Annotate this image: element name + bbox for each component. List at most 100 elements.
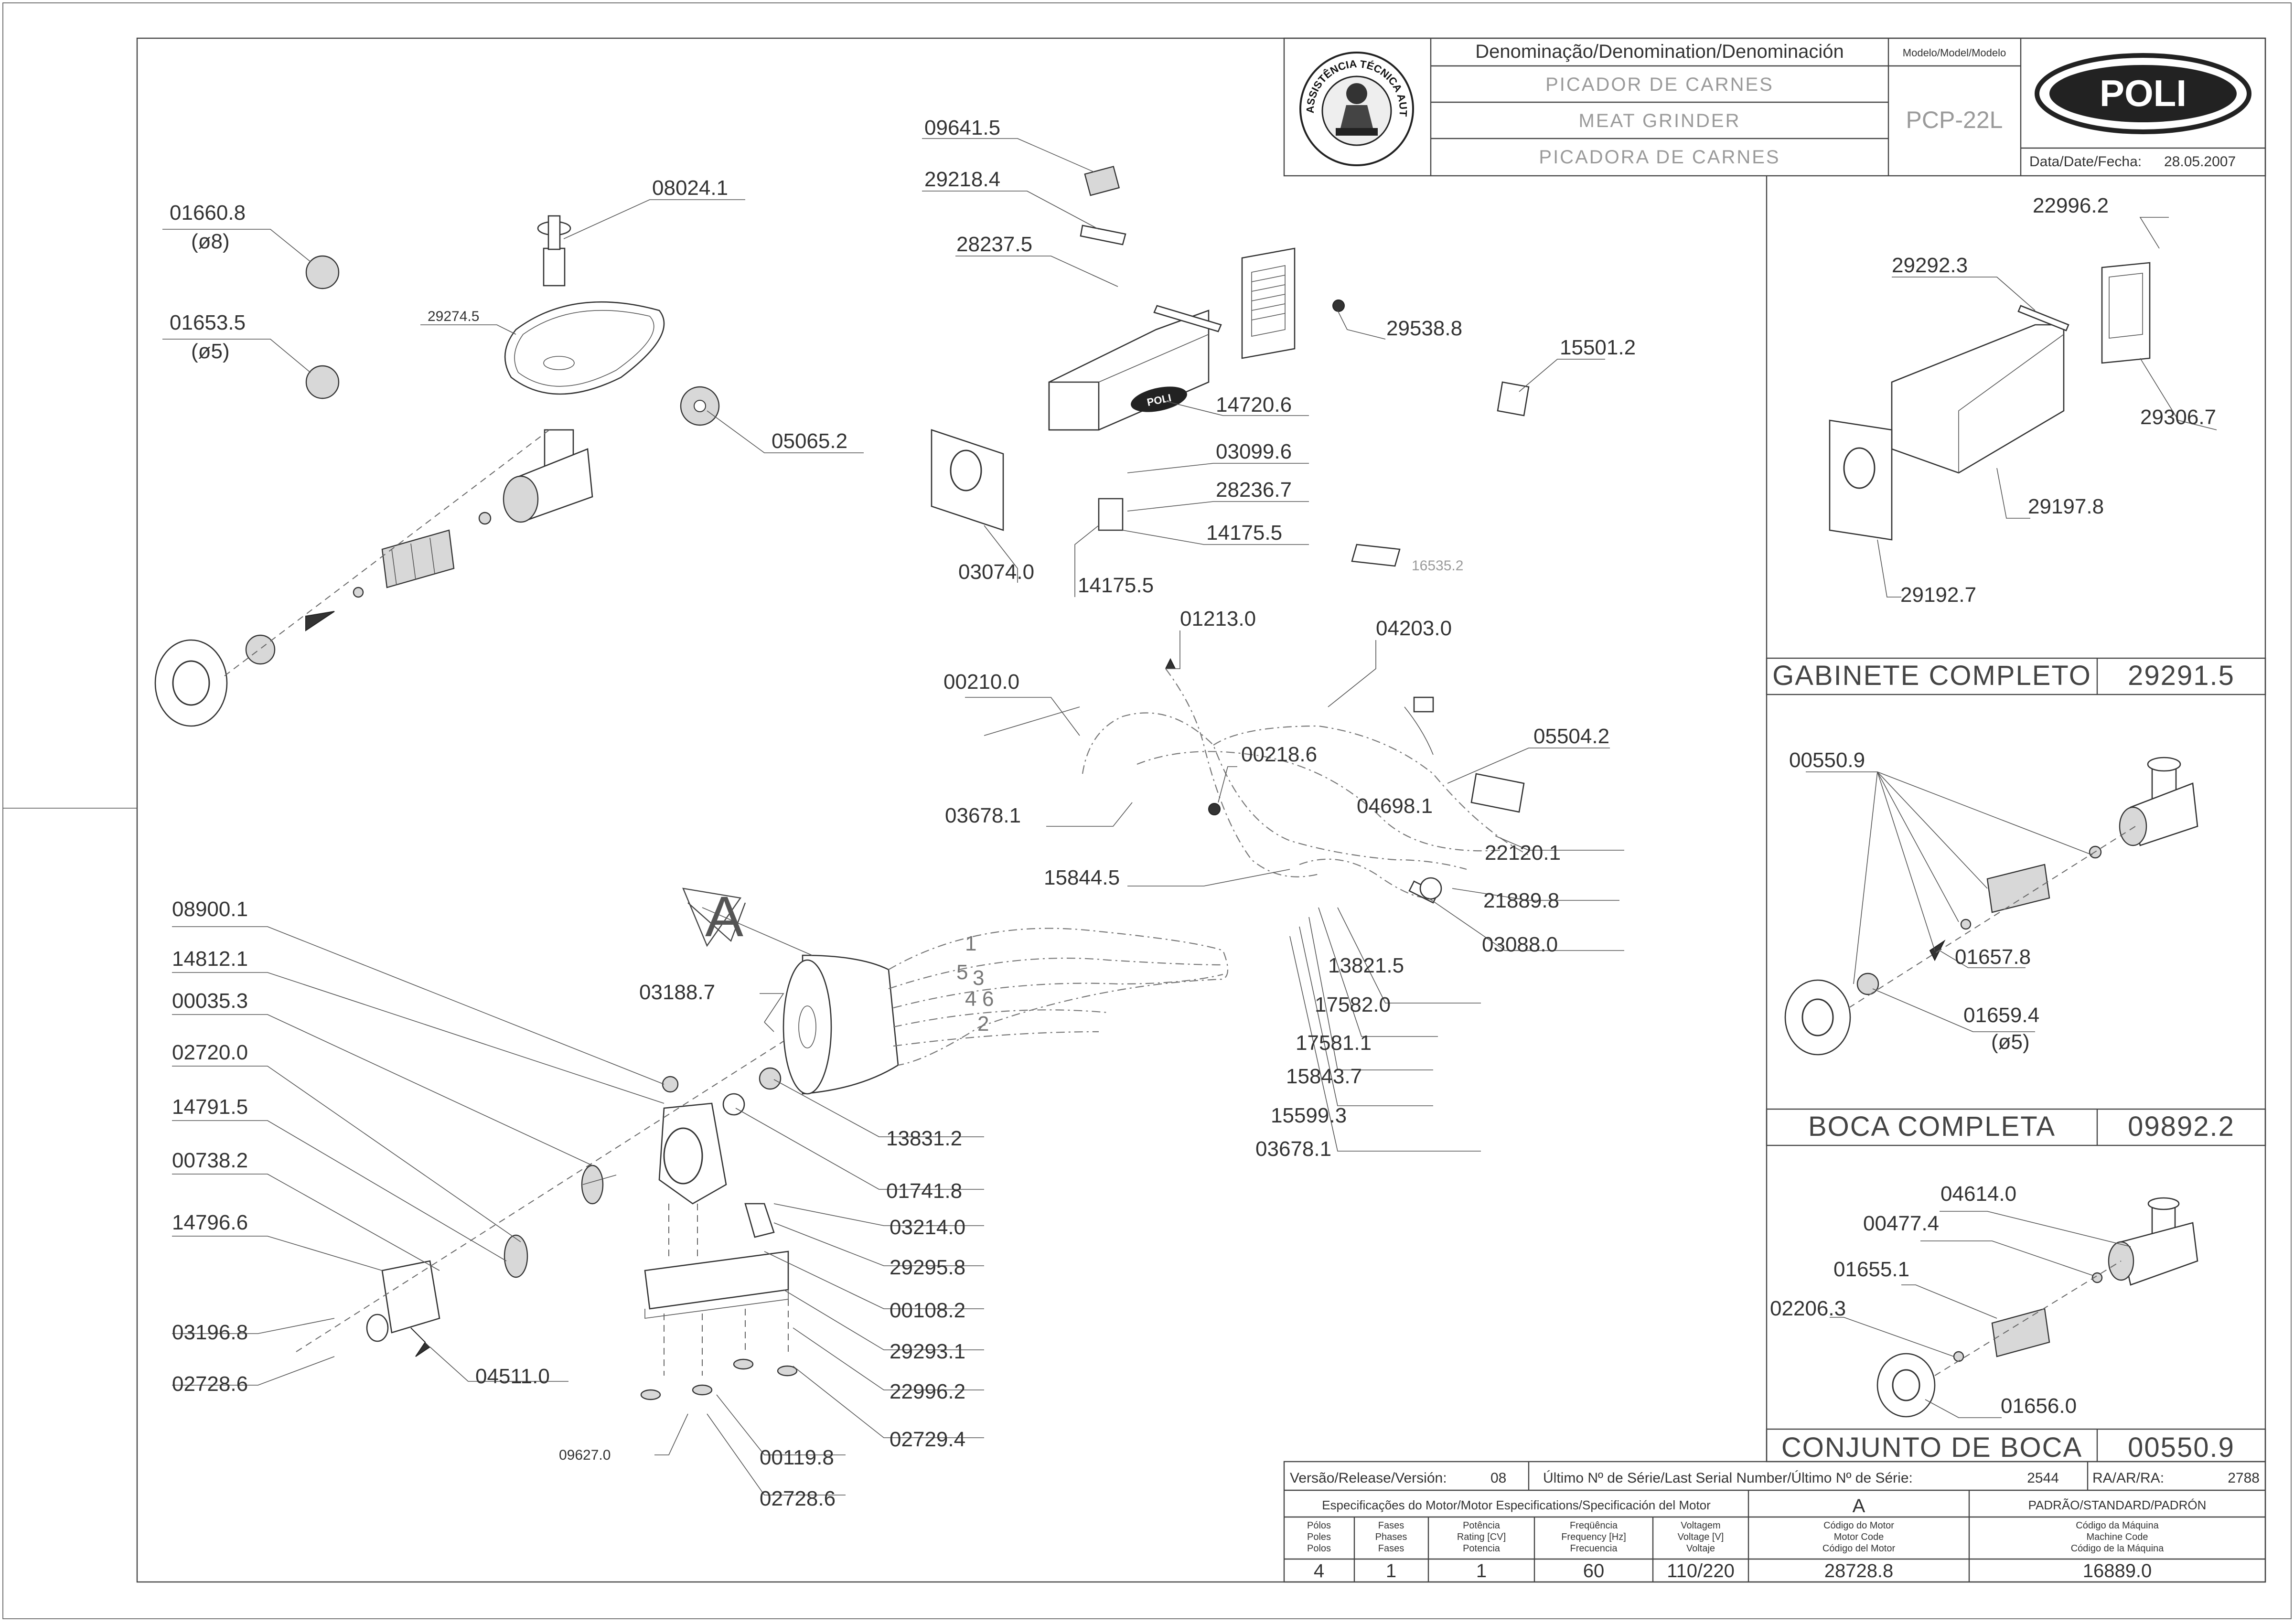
label-29197-8: 29197.8 xyxy=(2028,495,2104,518)
poles-h3: Polos xyxy=(1307,1543,1331,1554)
label-17581-1: 17581.1 xyxy=(1296,1031,1372,1055)
gear-14791 xyxy=(504,1234,528,1278)
assistance-seal: ASSISTÊNCIA TÉCNICA AUTORIZADA xyxy=(0,0,1414,166)
label-14720-6: 14720.6 xyxy=(1216,393,1292,417)
part-sketches: POLI xyxy=(154,166,2198,1418)
label-29538-8: 29538.8 xyxy=(1386,317,1462,340)
label-04203-0: 04203.0 xyxy=(1376,617,1452,640)
subassembly-panels: GABINETE COMPLETO 29291.5 BOCA COMPLETA … xyxy=(1766,176,2266,1463)
footer-table: Versão/Release/Versión: 08 Último Nº de … xyxy=(1283,1461,2266,1583)
power-h3: Potencia xyxy=(1463,1543,1501,1554)
label-01653-5: 01653.5 xyxy=(170,311,246,334)
phases-h2: Phases xyxy=(1375,1532,1407,1542)
wire-number-5: 5 xyxy=(956,961,968,984)
motor-code-h1: Código do Motor xyxy=(1823,1520,1894,1531)
seal-text: ASSISTÊNCIA TÉCNICA AUTORIZADA xyxy=(0,0,1409,117)
label-13831-2: 13831.2 xyxy=(886,1127,962,1150)
base-plate xyxy=(644,1250,789,1310)
plate-5mm xyxy=(305,365,340,399)
power-value: 1 xyxy=(1476,1560,1487,1581)
worm-screw xyxy=(381,529,455,588)
motor-letter: A xyxy=(705,885,743,949)
wire-number-3: 3 xyxy=(973,966,984,990)
model-header: Modelo/Model/Modelo xyxy=(1903,47,2006,59)
wire-number-2: 2 xyxy=(977,1012,989,1036)
gabinete-code: 29291.5 xyxy=(2128,660,2235,691)
label-29306-7: 29306.7 xyxy=(2140,406,2216,429)
gear-cover xyxy=(381,1260,440,1334)
machine-code-h3: Código de la Máquina xyxy=(2071,1543,2164,1554)
label-04614-0: 04614.0 xyxy=(1940,1182,2016,1206)
conjunto-code: 00550.9 xyxy=(2128,1432,2235,1463)
label-00738-2: 00738.2 xyxy=(172,1149,248,1172)
label-03678-1-b: 03678.1 xyxy=(1255,1137,1331,1161)
name-es: PICADORA DE CARNES xyxy=(1539,147,1780,168)
freq-value: 60 xyxy=(1583,1560,1605,1581)
label-14796-6: 14796.6 xyxy=(172,1211,248,1234)
label-15843-7: 15843.7 xyxy=(1286,1065,1362,1088)
label-08024-1: 08024.1 xyxy=(652,176,728,200)
standard-label: PADRÃO/STANDARD/PADRÓN xyxy=(2028,1498,2207,1512)
label-01741-8: 01741.8 xyxy=(886,1179,962,1203)
label-29292-3: 29292.3 xyxy=(1892,254,1968,277)
label-02728-6-a: 02728.6 xyxy=(172,1372,248,1396)
label-29295-8: 29295.8 xyxy=(890,1256,965,1279)
label-14791-5: 14791.5 xyxy=(172,1095,248,1119)
boca-label: BOCA COMPLETA xyxy=(1808,1111,2056,1142)
model-value: PCP-22L xyxy=(1906,107,2003,133)
label-22996-2-a: 22996.2 xyxy=(2033,194,2109,217)
motor-code-h2: Motor Code xyxy=(1834,1532,1884,1542)
phases-h3: Fases xyxy=(1378,1543,1404,1554)
boca-code: 09892.2 xyxy=(2128,1111,2235,1142)
motor-letter-footer: A xyxy=(1853,1496,1865,1517)
label-09641-5: 09641.5 xyxy=(924,116,1000,139)
label-14812-1: 14812.1 xyxy=(172,947,248,971)
label-29218-4: 29218.4 xyxy=(924,168,1000,191)
conjunto-label: CONJUNTO DE BOCA xyxy=(1781,1432,2082,1463)
label-02728-6-b: 02728.6 xyxy=(760,1487,836,1510)
label-05504-2: 05504.2 xyxy=(1533,725,1609,748)
motor-letter-marker xyxy=(687,902,746,942)
label-04511-0: 04511.0 xyxy=(475,1365,550,1388)
label-08900-1: 08900.1 xyxy=(172,897,248,921)
gear-02720 xyxy=(581,1165,604,1205)
gabinete-label: GABINETE COMPLETO xyxy=(1772,660,2091,691)
name-en: MEAT GRINDER xyxy=(1579,110,1741,131)
label-01660-8: 01660.8 xyxy=(170,201,246,224)
label-03074-0: 03074.0 xyxy=(958,560,1034,584)
label-00550-9: 00550.9 xyxy=(1789,748,1865,772)
poles-h1: Pólos xyxy=(1307,1520,1331,1531)
version-label: Versão/Release/Versión: xyxy=(1290,1470,1447,1486)
machine-code-h1: Código da Máquina xyxy=(2076,1520,2159,1531)
poles-h2: Poles xyxy=(1307,1532,1331,1542)
label-01660-8-size: (ø8) xyxy=(191,230,230,253)
phases-h1: Fases xyxy=(1378,1520,1404,1531)
label-05065-2: 05065.2 xyxy=(772,429,847,453)
date-label: Data/Date/Fecha: xyxy=(2029,154,2142,170)
volt-h2: Voltage [V] xyxy=(1678,1532,1724,1542)
label-01655-1: 01655.1 xyxy=(1833,1258,1909,1281)
label-17582-0: 17582.0 xyxy=(1315,993,1391,1016)
label-14175-5-b: 14175.5 xyxy=(1078,574,1154,597)
volt-h1: Voltagem xyxy=(1681,1520,1720,1531)
freq-h1: Freqüência xyxy=(1570,1520,1618,1531)
power-h2: Rating [CV] xyxy=(1457,1532,1506,1542)
motor-code-h3: Código del Motor xyxy=(1822,1543,1896,1554)
label-13821-5: 13821.5 xyxy=(1328,954,1404,977)
label-02720-0: 02720.0 xyxy=(172,1041,248,1064)
motor-wires xyxy=(888,928,1228,1066)
label-28237-5: 28237.5 xyxy=(956,233,1032,256)
wire-number-4: 4 xyxy=(965,987,976,1011)
label-29293-1: 29293.1 xyxy=(890,1340,965,1363)
label-02729-4: 02729.4 xyxy=(890,1428,965,1451)
motor-spec-label: Especificações do Motor/Motor Especifica… xyxy=(1322,1498,1711,1512)
label-01659-4-size: (ø5) xyxy=(1991,1030,2030,1054)
label-04698-1: 04698.1 xyxy=(1357,794,1433,818)
label-03088-0: 03088.0 xyxy=(1482,933,1558,956)
serial-value: 2544 xyxy=(2027,1470,2059,1486)
label-29192-7: 29192.7 xyxy=(1900,583,1976,607)
motor-code-value: 28728.8 xyxy=(1824,1560,1894,1581)
label-21889-8: 21889.8 xyxy=(1483,889,1559,912)
label-15844-5: 15844.5 xyxy=(1044,866,1120,889)
